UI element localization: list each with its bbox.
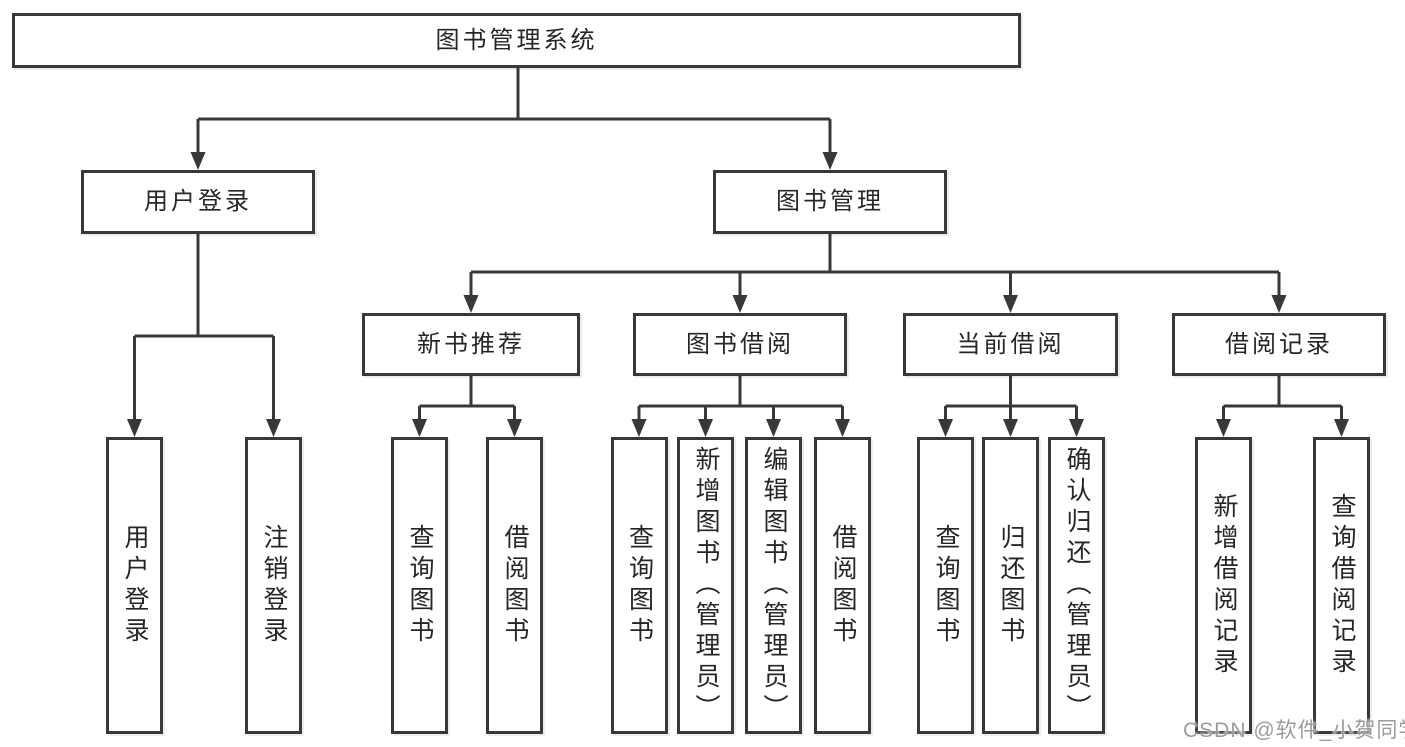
leaf-query-books-new: 查询图书 [391,437,448,734]
leaf-borrow-books-new-label: 借阅图书 [501,523,529,648]
node-user-login-label: 用户登录 [144,188,252,215]
leaf-query-borrow-record: 查询借阅记录 [1313,437,1370,734]
leaf-borrow-books-new: 借阅图书 [486,437,543,734]
node-new-books-label: 新书推荐 [417,330,525,358]
leaf-query-books-current: 查询图书 [917,437,974,734]
leaf-query-books-current-label: 查询图书 [932,523,960,648]
node-user-login: 用户登录 [81,170,315,234]
node-root: 图书管理系统 [12,13,1021,68]
leaf-logout: 注销登录 [245,437,302,734]
leaf-query-books-borrow-label: 查询图书 [625,523,654,648]
node-current-borrow-label: 当前借阅 [956,330,1065,358]
node-book-borrow: 图书借阅 [633,313,847,376]
leaf-return-book-label: 归还图书 [997,523,1025,648]
leaf-edit-book-admin-label: 编辑图书（管理员） [760,446,788,725]
leaf-add-borrow-record: 新增借阅记录 [1195,437,1252,734]
leaf-return-book: 归还图书 [982,437,1039,734]
node-new-books: 新书推荐 [362,313,580,376]
leaf-user-login-label: 用户登录 [121,523,149,648]
leaf-query-books-borrow: 查询图书 [610,437,668,734]
node-root-label: 图书管理系统 [435,26,598,54]
node-book-mgmt-label: 图书管理 [776,188,884,215]
leaf-edit-book-admin: 编辑图书（管理员） [745,437,802,734]
node-current-borrow: 当前借阅 [903,313,1118,376]
node-book-mgmt: 图书管理 [713,170,947,234]
leaf-confirm-return-admin-label: 确认归还（管理员） [1063,446,1091,725]
node-book-borrow-label: 图书借阅 [686,330,794,358]
leaf-borrow-books: 借阅图书 [814,437,871,734]
leaf-add-book-admin: 新增图书（管理员） [677,437,734,734]
node-borrow-records: 借阅记录 [1172,313,1386,376]
leaf-add-borrow-record-label: 新增借阅记录 [1210,492,1238,679]
node-borrow-records-label: 借阅记录 [1225,330,1333,358]
leaf-borrow-books-label: 借阅图书 [829,523,857,648]
leaf-user-login: 用户登录 [106,437,163,734]
leaf-logout-label: 注销登录 [260,523,288,648]
leaf-add-book-admin-label: 新增图书（管理员） [692,446,720,725]
leaf-query-books-new-label: 查询图书 [406,523,434,648]
leaf-query-borrow-record-label: 查询借阅记录 [1328,492,1356,679]
csdn-watermark: CSDN @软件_小贺同学 [1183,719,1405,742]
leaf-confirm-return-admin: 确认归还（管理员） [1048,437,1105,734]
